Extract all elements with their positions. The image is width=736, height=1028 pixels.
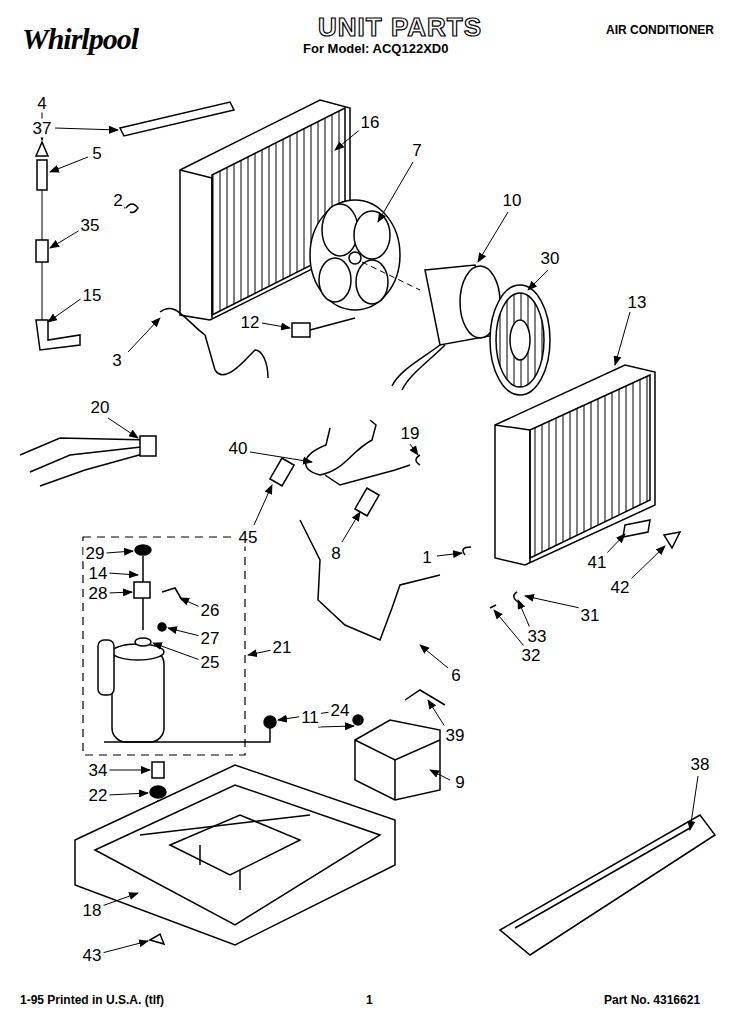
callout-number: 5 — [90, 144, 103, 163]
callout-number: 20 — [89, 398, 112, 417]
callout-number: 24 — [329, 701, 352, 720]
callout-number: 29 — [84, 544, 107, 563]
brand-logo: Whirlpool — [22, 24, 138, 54]
callout-number: 34 — [87, 761, 110, 780]
callout-number: 7 — [410, 141, 423, 160]
print-date: 1-95 Printed in U.S.A. (tlf) — [20, 994, 164, 1006]
callout-number: 27 — [199, 629, 222, 648]
callout-number: 31 — [579, 606, 602, 625]
page-number: 1 — [366, 994, 373, 1006]
callout-number: 18 — [81, 901, 104, 920]
callout-number: 2 — [111, 191, 124, 210]
callout-number: 22 — [87, 786, 110, 805]
callout-number: 16 — [359, 113, 382, 132]
callout-number: 3 — [110, 351, 123, 370]
callout-number: 43 — [81, 946, 104, 965]
callout-number: 9 — [453, 773, 466, 792]
callout-number: 14 — [87, 564, 110, 583]
callout-number: 21 — [271, 638, 294, 657]
callout-number: 6 — [449, 666, 462, 685]
callout-number: 38 — [689, 755, 712, 774]
callout-number: 12 — [239, 313, 262, 332]
callout-number: 33 — [526, 627, 549, 646]
callout-number: 25 — [199, 653, 222, 672]
callout-number: 40 — [227, 439, 250, 458]
callout-number: 26 — [199, 601, 222, 620]
product-type: AIR CONDITIONER — [606, 24, 714, 36]
callout-number: 28 — [87, 584, 110, 603]
callout-number: 41 — [586, 553, 609, 572]
callout-number: 35 — [79, 216, 102, 235]
callout-number: 32 — [520, 646, 543, 665]
callout-number: 1 — [420, 548, 433, 567]
model-number: For Model: ACQ122XD0 — [303, 42, 448, 55]
callout-number: 15 — [81, 286, 104, 305]
callout-number: 39 — [444, 726, 467, 745]
callout-number: 19 — [399, 424, 422, 443]
part-number: Part No. 4316621 — [604, 994, 700, 1006]
callout-number: 4 — [35, 94, 48, 113]
callout-number: 8 — [329, 544, 342, 563]
page-title: UNIT PARTS — [318, 14, 482, 40]
callout-number: 42 — [609, 578, 632, 597]
callout-number: 13 — [626, 293, 649, 312]
callout-number: 11 — [299, 708, 321, 727]
callout-number: 37 — [31, 119, 54, 138]
callout-number: 30 — [539, 249, 562, 268]
callout-number: 45 — [237, 528, 260, 547]
callout-number: 10 — [501, 191, 524, 210]
